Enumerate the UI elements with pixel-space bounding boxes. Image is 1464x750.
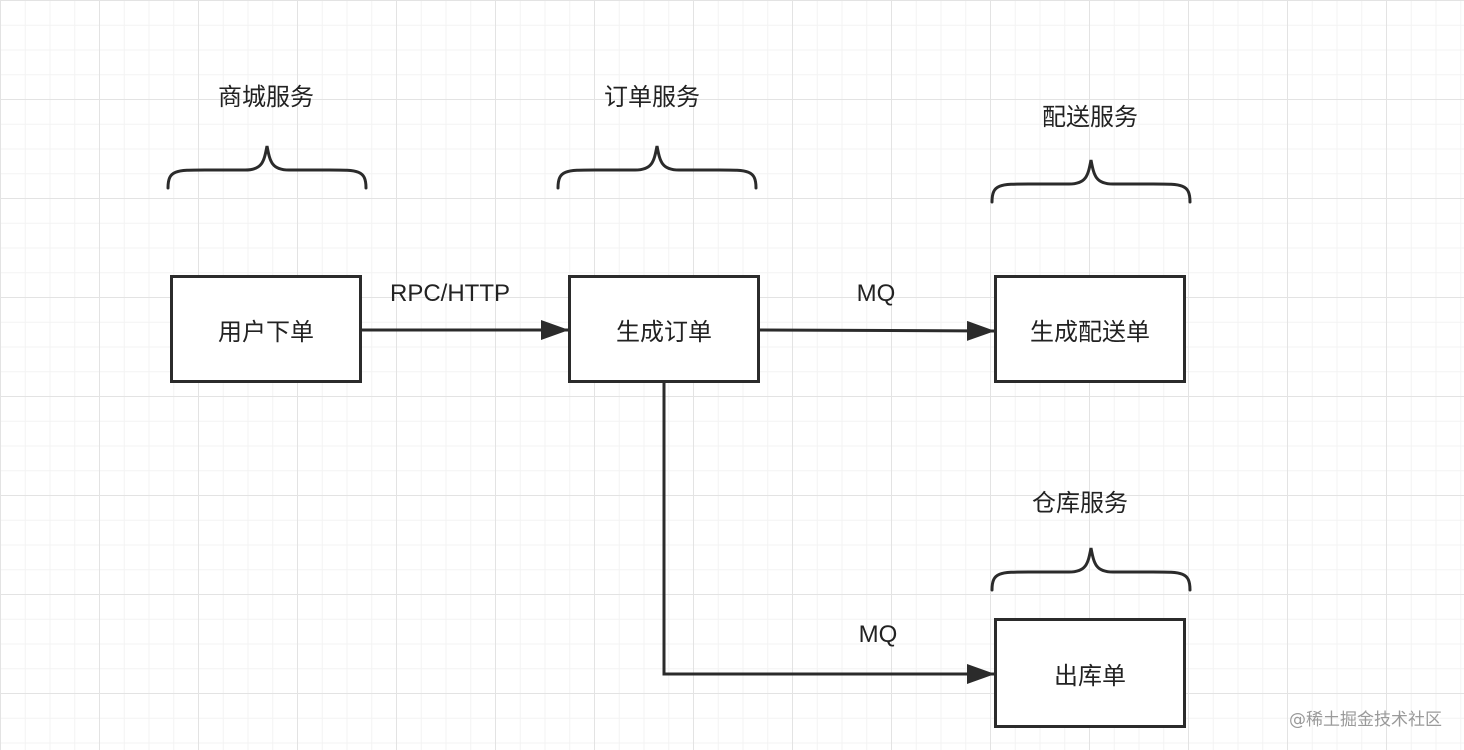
service-label-order: 订单服务 <box>604 83 700 111</box>
node-outbound: 出库单 <box>994 618 1186 728</box>
brace-order <box>556 145 758 190</box>
edge-mq-delivery-line <box>757 320 995 341</box>
node-create-delivery: 生成配送单 <box>994 275 1186 383</box>
service-label-delivery: 配送服务 <box>1042 103 1138 131</box>
edge-label-rpc: RPC/HTTP <box>390 280 510 307</box>
brace-delivery <box>990 159 1192 204</box>
watermark-text: @稀土掘金技术社区 <box>1289 710 1442 730</box>
edge-label-mq-delivery: MQ <box>856 280 896 307</box>
service-label-mall: 商城服务 <box>218 83 314 111</box>
service-label-warehouse: 仓库服务 <box>1032 489 1128 517</box>
node-user-order: 用户下单 <box>170 275 362 383</box>
brace-warehouse <box>990 547 1192 592</box>
edge-label-mq-warehouse: MQ <box>858 621 898 648</box>
brace-mall <box>166 145 368 190</box>
edge-mq-warehouse-line <box>662 382 995 684</box>
node-create-order: 生成订单 <box>568 275 760 383</box>
